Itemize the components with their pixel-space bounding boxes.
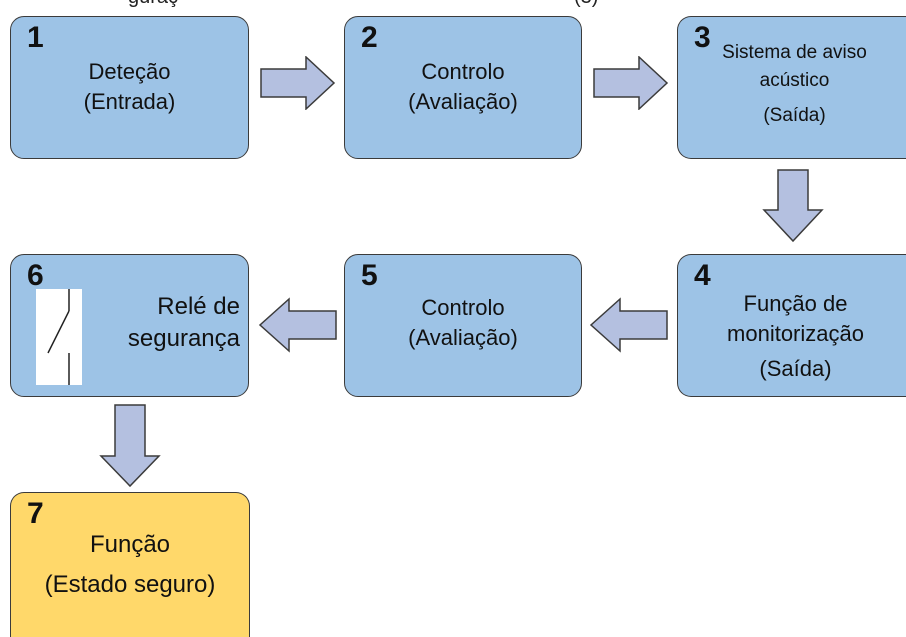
step-title-line1: Relé de	[157, 293, 240, 320]
step-number: 3	[694, 21, 711, 54]
arrow-left-icon	[589, 297, 669, 353]
step-subtitle: (Estado seguro)	[44, 570, 216, 598]
header-text-right: (3)	[574, 0, 598, 9]
arrow-right-icon	[593, 56, 669, 110]
step-7-box: 7 Função (Estado seguro)	[10, 492, 250, 637]
step-1-box: 1 Deteção (Entrada)	[10, 16, 249, 159]
arrow-right-icon	[260, 56, 336, 110]
step-5-box: 5 Controlo (Avaliação)	[344, 254, 582, 397]
step-4-box: 4 Função de monitorização (Saída)	[677, 254, 906, 397]
step-label: Controlo (Avaliação)	[345, 57, 581, 116]
step-title-line2: segurança	[127, 325, 240, 353]
step-subtitle: (Entrada)	[83, 88, 176, 114]
relay-switch-icon	[36, 289, 82, 385]
header-text-left: guraç	[128, 0, 178, 9]
step-subtitle: (Saída)	[759, 356, 832, 382]
step-label: Função de monitorização (Saída)	[678, 289, 906, 384]
step-title-line1: Sistema de aviso	[722, 42, 867, 63]
arrow-down-icon	[762, 169, 824, 243]
header-text: guraç (3)	[0, 0, 906, 10]
step-title: Função	[89, 531, 171, 558]
step-6-box: 6 Relé de segurança	[10, 254, 249, 397]
step-title: Controlo	[421, 59, 505, 84]
step-2-box: 2 Controlo (Avaliação)	[344, 16, 582, 159]
step-subtitle: (Avaliação)	[408, 324, 518, 350]
arrow-down-icon	[99, 404, 161, 488]
step-subtitle: (Avaliação)	[408, 88, 518, 114]
step-number: 2	[361, 21, 378, 54]
step-label: Relé de segurança	[107, 291, 240, 356]
step-number: 7	[27, 497, 44, 530]
step-number: 4	[694, 259, 711, 292]
step-title: Controlo	[421, 295, 505, 320]
step-title-line1: Função de	[743, 291, 848, 316]
step-3-box: 3 Sistema de aviso acústico (Saída)	[677, 16, 906, 159]
step-label: Deteção (Entrada)	[11, 57, 248, 116]
arrow-left-icon	[258, 297, 338, 353]
step-subtitle: (Saída)	[763, 105, 826, 127]
step-number: 1	[27, 21, 44, 54]
step-label: Função (Estado seguro)	[11, 525, 249, 604]
step-title-line2: acústico	[759, 69, 830, 91]
step-label: Controlo (Avaliação)	[345, 293, 581, 352]
step-title-line2: monitorização	[727, 320, 864, 346]
step-number: 6	[27, 259, 44, 292]
step-number: 5	[361, 259, 378, 292]
step-label: Sistema de aviso acústico (Saída)	[678, 39, 906, 130]
step-title: Deteção	[88, 59, 171, 84]
